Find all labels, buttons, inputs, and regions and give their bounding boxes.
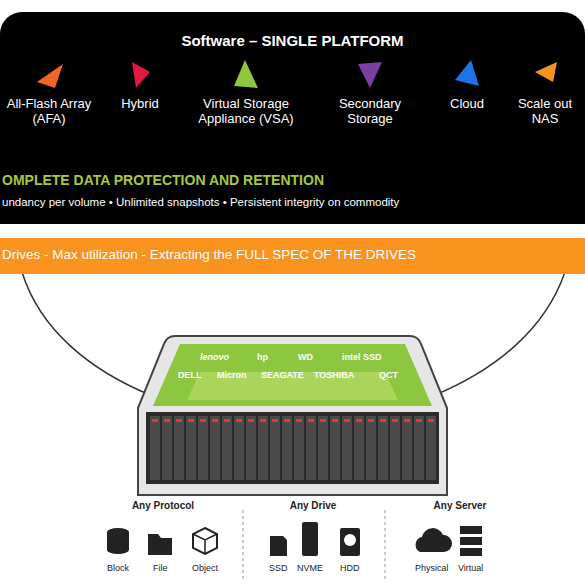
node-text: Any Server [390,500,530,511]
platform-item: Virtual Storage Appliance (VSA) [186,58,306,126]
node-text: All-Flash Array (AFA) [6,96,92,126]
vendor-logo: SEAGATE [261,370,304,380]
platform-icon [230,58,262,90]
node-text: Cloud [432,96,502,111]
drives-band: Drives - Max utilization - Extracting th… [0,238,585,274]
vendor-logo: intel SSD [342,352,382,362]
icon-label: Block [107,563,129,573]
platform-icon [354,58,386,90]
platform-icon [124,58,156,90]
any-group: Any Drive [248,500,378,511]
server-chassis [138,336,447,495]
protection-band: OMPLETE DATA PROTECTION AND RETENTIONund… [0,162,585,224]
vendor-logo: Micron [217,370,247,380]
icon-label: SSD [269,563,288,573]
node-text: Hybrid [100,96,180,111]
node-text: Any Protocol [93,500,233,511]
icon-label: File [153,563,168,573]
platform-icon [33,58,65,90]
node-text: Scale out NAS [510,96,580,126]
platform-item: Hybrid [100,58,180,111]
node-text: undancy per volume • Unlimited snapshots… [0,188,585,208]
icon-label: Object [192,563,218,573]
platform-item: Secondary Storage [320,58,420,126]
icon-label: Physical [415,563,449,573]
platform-icon [529,58,561,90]
node-text: OMPLETE DATA PROTECTION AND RETENTION [0,162,585,188]
node-text: Virtual Storage Appliance (VSA) [186,96,306,126]
platform-item: All-Flash Array (AFA) [6,58,92,126]
software-panel: Software – SINGLE PLATFORM All-Flash Arra… [0,12,585,162]
icon-label: Virtual [458,563,483,573]
icon-label: NVME [297,563,323,573]
vendor-logo: lenovo [200,352,229,362]
vendor-logo: DELL [178,370,202,380]
node-text: Any Drive [248,500,378,511]
vendor-logo: hp [257,352,268,362]
any-group: Any Server [390,500,530,511]
curve-line [435,272,565,395]
node-text: Drives - Max utilization - Extracting th… [0,238,585,262]
platform-icon [451,58,483,90]
platform-title: Software – SINGLE PLATFORM [0,12,585,49]
vendor-logo: QCT [379,370,398,380]
any-group: Any Protocol [93,500,233,511]
icon-label: HDD [340,563,360,573]
platform-item: Scale out NAS [510,58,580,126]
curve-line [22,272,150,395]
vendor-logo: WD [298,352,313,362]
vendor-logo: TOSHIBA [314,370,354,380]
bottom-icons [107,522,482,556]
node-text: Secondary Storage [320,96,420,126]
platform-item: Cloud [432,58,502,111]
